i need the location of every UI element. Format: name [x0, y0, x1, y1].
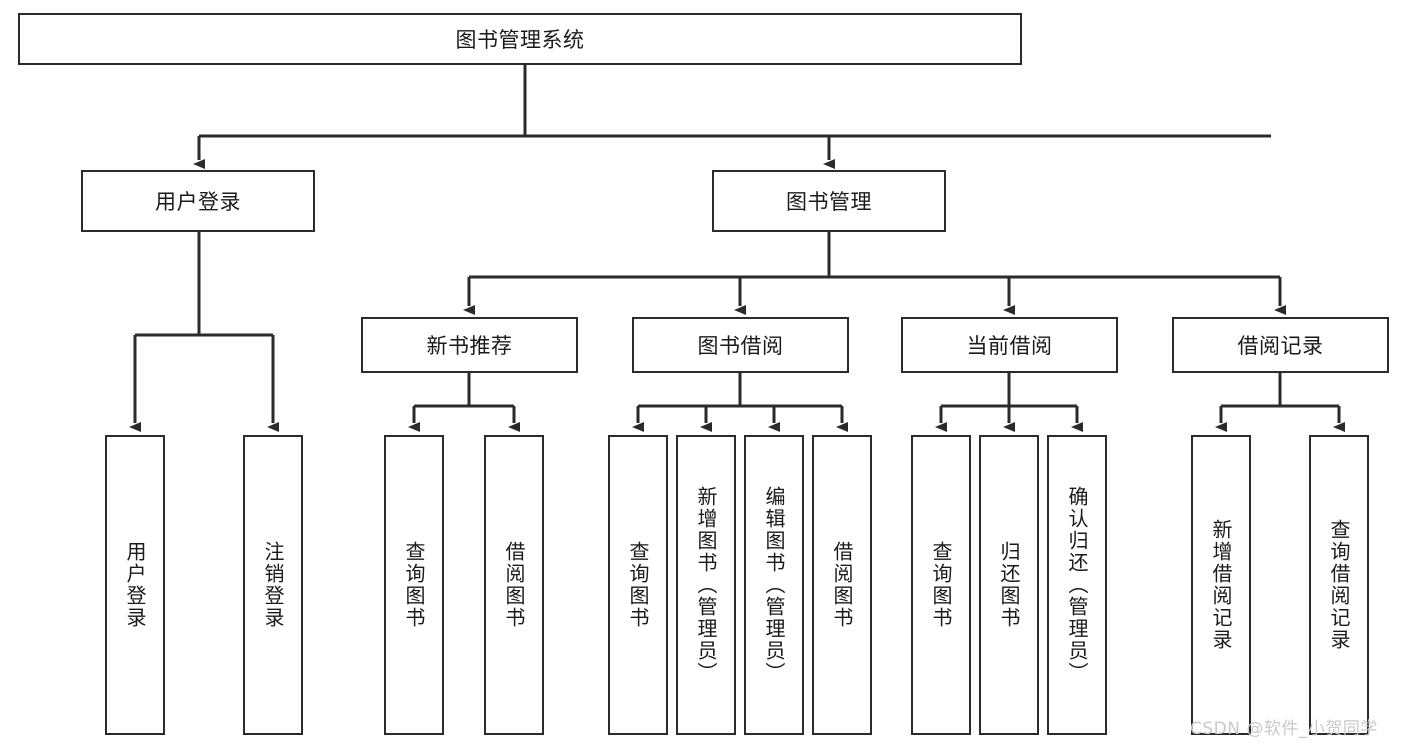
node-label: 注销登录 [261, 541, 285, 629]
node-label: 编辑图书（管理员） [762, 486, 786, 684]
node-label: 当前借阅 [966, 334, 1053, 358]
node-label: 借阅记录 [1237, 334, 1324, 358]
node-label: 查询图书 [402, 541, 426, 629]
node-label: 新书推荐 [426, 334, 513, 358]
node-new-book-recommend[interactable]: 新书推荐 [361, 317, 578, 373]
node-label: 新增图书（管理员） [694, 486, 718, 684]
node-root-system[interactable]: 图书管理系统 [18, 13, 1022, 65]
leaf-new-book-borrow[interactable]: 借阅图书 [484, 435, 544, 735]
leaf-borrow-record-query[interactable]: 查询借阅记录 [1309, 435, 1369, 735]
node-label: 图书借阅 [697, 334, 784, 358]
leaf-user-login-logout[interactable]: 注销登录 [243, 435, 303, 735]
leaf-book-borrow-query[interactable]: 查询图书 [608, 435, 668, 735]
leaf-new-book-query[interactable]: 查询图书 [384, 435, 444, 735]
node-label: 用户登录 [155, 190, 241, 214]
leaf-book-borrow-borrow[interactable]: 借阅图书 [812, 435, 872, 735]
watermark-text: CSDN @软件_小贺同学 [1190, 719, 1378, 739]
leaf-book-borrow-edit[interactable]: 编辑图书（管理员） [744, 435, 804, 735]
node-label: 查询图书 [626, 541, 650, 629]
node-user-login[interactable]: 用户登录 [81, 170, 315, 232]
node-label: 新增借阅记录 [1209, 519, 1233, 651]
node-label: 确认归还（管理员） [1065, 486, 1089, 684]
node-label: 图书管理系统 [455, 28, 585, 52]
leaf-current-borrow-query[interactable]: 查询图书 [911, 435, 971, 735]
node-label: 借阅图书 [830, 541, 854, 629]
leaf-borrow-record-add[interactable]: 新增借阅记录 [1191, 435, 1251, 735]
node-book-borrow[interactable]: 图书借阅 [632, 317, 849, 373]
node-label: 查询图书 [929, 541, 953, 629]
node-borrow-record[interactable]: 借阅记录 [1172, 317, 1389, 373]
node-label: 借阅图书 [502, 541, 526, 629]
node-book-management[interactable]: 图书管理 [712, 170, 946, 232]
leaf-user-login-login[interactable]: 用户登录 [105, 435, 165, 735]
node-label: 归还图书 [997, 541, 1021, 629]
node-label: 查询借阅记录 [1327, 519, 1351, 651]
node-label: 图书管理 [786, 190, 872, 214]
node-label: 用户登录 [123, 541, 147, 629]
leaf-book-borrow-add[interactable]: 新增图书（管理员） [676, 435, 736, 735]
leaf-current-borrow-confirm-return[interactable]: 确认归还（管理员） [1047, 435, 1107, 735]
leaf-current-borrow-return[interactable]: 归还图书 [979, 435, 1039, 735]
node-current-borrow[interactable]: 当前借阅 [901, 317, 1118, 373]
